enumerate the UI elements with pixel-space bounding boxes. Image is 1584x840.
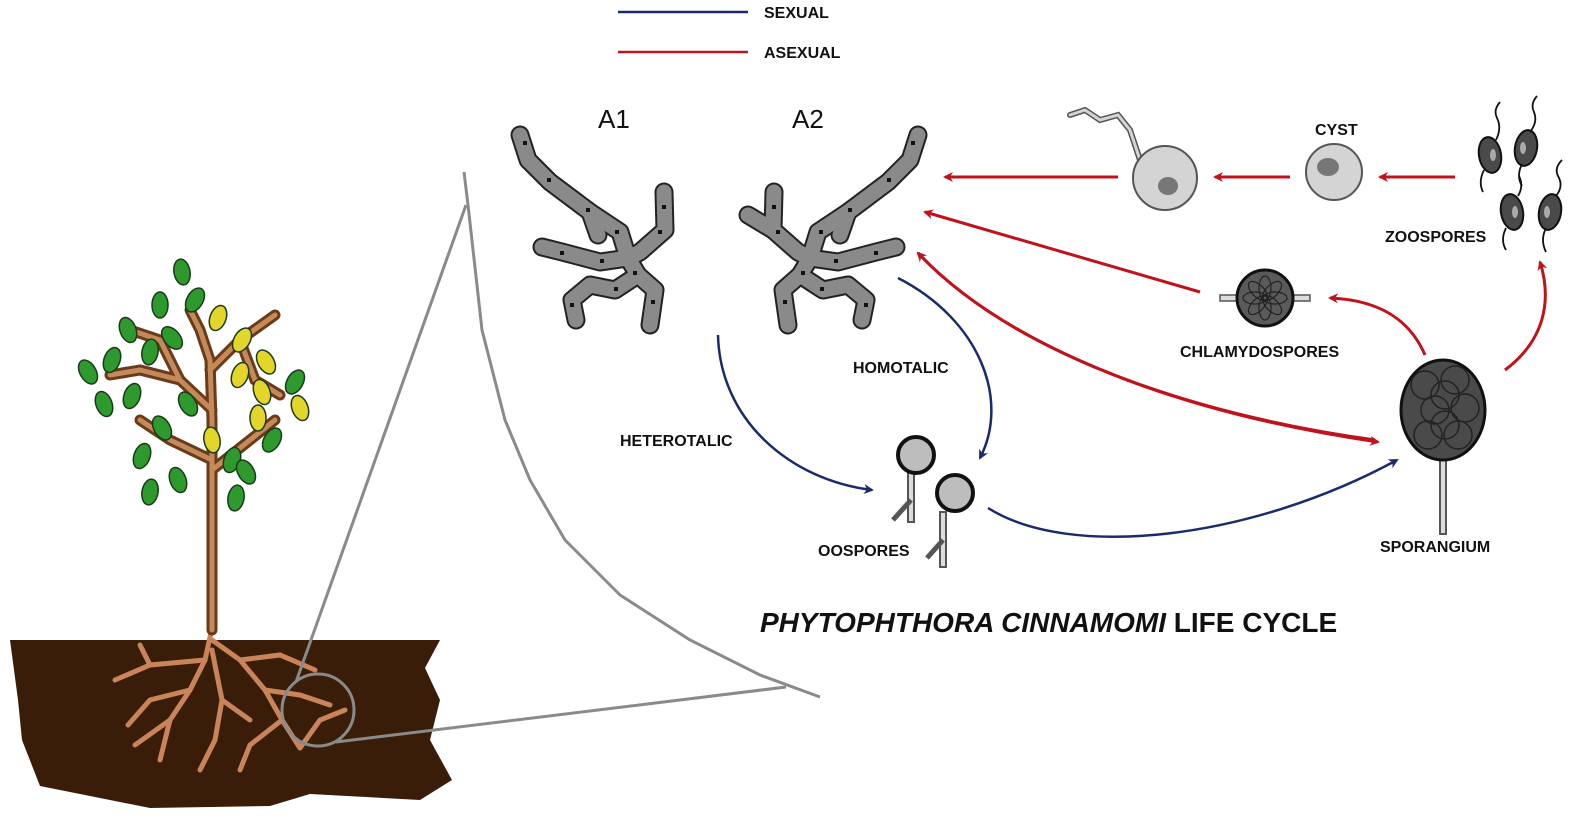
label-cyst: CYST <box>1315 122 1358 139</box>
title-italic: PHYTOPHTHORA CINNAMOMI <box>760 607 1167 638</box>
zoospore-inside-sporangium <box>1410 370 1440 400</box>
legend-sexual-label: SEXUAL <box>764 5 829 22</box>
leaf <box>168 466 188 494</box>
leaf <box>151 291 169 319</box>
leaf <box>141 478 159 506</box>
leaf <box>230 361 250 389</box>
sexual-arrows <box>716 276 1399 538</box>
asexual-arrows <box>916 172 1548 446</box>
mating-type-a2: A2 <box>792 104 824 134</box>
soil <box>10 640 452 808</box>
arrow-oospores-to-sporangium <box>987 458 1399 538</box>
leaf <box>173 258 191 286</box>
zoospore-inside-sporangium <box>1430 410 1460 440</box>
mating-type-a1: A1 <box>598 104 630 134</box>
label-oospores: OOSPORES <box>818 543 910 560</box>
zoospore-inside-sporangium <box>1430 380 1460 410</box>
leaf <box>94 390 114 418</box>
label-chlamydospores: CHLAMYDOSPORES <box>1180 344 1339 361</box>
germinating-cyst <box>1067 106 1198 211</box>
hypha-a2 <box>738 125 928 335</box>
diagram-title: PHYTOPHTHORA CINNAMOMI LIFE CYCLE <box>760 607 1337 638</box>
leaf <box>255 349 277 375</box>
chlamydospores <box>1219 268 1311 328</box>
label-sporangium: SPORANGIUM <box>1380 539 1490 556</box>
zoom-line-bottom <box>335 685 787 744</box>
leaf <box>231 327 253 353</box>
arrow-sporangium-to-zoospores <box>1504 260 1548 372</box>
label-zoospores: ZOOSPORES <box>1385 229 1487 246</box>
leaf <box>118 316 138 344</box>
leaf <box>252 378 272 406</box>
leaf <box>132 442 152 470</box>
leaf <box>177 391 199 417</box>
cyst <box>1305 143 1363 201</box>
leaf <box>102 346 122 374</box>
leaf <box>122 382 142 410</box>
leaf <box>261 427 283 453</box>
zoospore-inside-sporangium <box>1420 395 1450 425</box>
arrow-chlamydospores-to-hypha <box>923 209 1201 294</box>
chlamydospore-petal <box>1261 280 1283 302</box>
leaf <box>141 338 159 366</box>
oospores <box>891 435 975 568</box>
zoom-line-top <box>294 204 468 683</box>
leaf <box>290 394 310 422</box>
tree <box>77 258 310 636</box>
leaf <box>203 426 221 454</box>
arrow-homotalic <box>897 276 993 460</box>
leaf <box>160 326 184 350</box>
label-homotalic: HOMOTALIC <box>853 360 949 377</box>
zoospores <box>1477 95 1563 253</box>
leaf <box>208 304 228 332</box>
zoospore-inside-sporangium <box>1413 420 1443 450</box>
leaf <box>77 359 99 385</box>
title-plain: LIFE CYCLE <box>1166 607 1337 638</box>
leaf <box>184 287 206 313</box>
arrow-heterotalic <box>716 334 874 494</box>
leaf <box>284 369 306 395</box>
legend: SEXUAL ASEXUAL <box>618 5 841 62</box>
leaf <box>151 415 173 441</box>
arrow-sporangium-to-chlamydospores <box>1328 293 1427 356</box>
arrow-hypha-to-sporangium <box>916 251 1380 446</box>
zoospore-inside-sporangium <box>1440 365 1470 395</box>
label-heterotalic: HETEROTALIC <box>620 433 733 450</box>
roots <box>112 625 348 773</box>
leaf <box>249 404 267 432</box>
hypha-a1 <box>510 125 675 335</box>
legend-asexual-label: ASEXUAL <box>764 45 841 62</box>
leaf <box>235 459 257 485</box>
sporangium <box>1399 358 1487 535</box>
leaf <box>227 484 245 512</box>
zoom-curve <box>462 171 821 699</box>
zoom-circle <box>280 672 356 748</box>
